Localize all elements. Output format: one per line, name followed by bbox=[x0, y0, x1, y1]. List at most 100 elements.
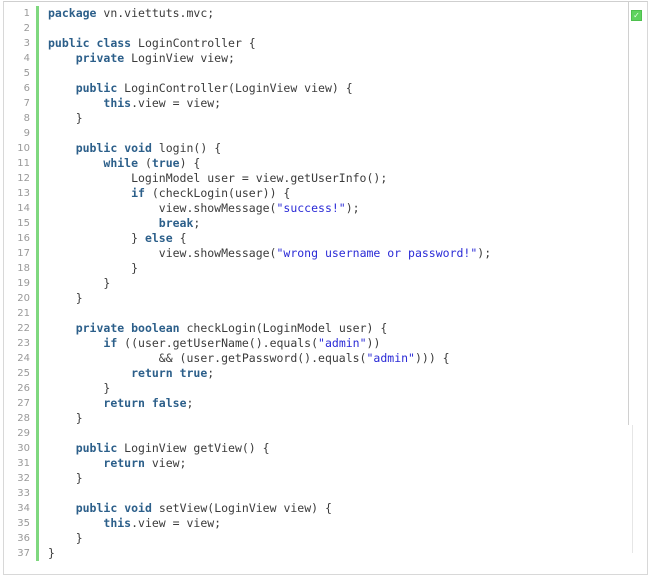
code-line[interactable]: 13 if (checkLogin(user)) { bbox=[4, 186, 624, 201]
change-bar-indicator bbox=[36, 546, 39, 561]
code-line-text[interactable]: && (user.getPassword().equals("admin")))… bbox=[48, 351, 450, 366]
line-number: 30 bbox=[17, 443, 30, 454]
code-line-text[interactable]: this.view = view; bbox=[48, 516, 221, 531]
code-line[interactable]: 11 while (true) { bbox=[4, 156, 624, 171]
code-line-text[interactable]: break; bbox=[48, 216, 201, 231]
code-line-text[interactable]: private LoginView view; bbox=[48, 51, 235, 66]
code-line[interactable]: 15 break; bbox=[4, 216, 624, 231]
code-line-text[interactable] bbox=[48, 66, 55, 81]
code-line-text[interactable]: } bbox=[48, 291, 83, 306]
code-line-text[interactable]: } bbox=[48, 381, 110, 396]
code-line[interactable]: 5 bbox=[4, 66, 624, 81]
code-line-text[interactable]: } bbox=[48, 471, 83, 486]
code-line-text[interactable]: } bbox=[48, 111, 83, 126]
code-line-text[interactable]: public void login() { bbox=[48, 141, 221, 156]
code-line-text[interactable]: return false; bbox=[48, 396, 193, 411]
code-line-text[interactable]: } bbox=[48, 546, 55, 561]
code-line[interactable]: 24 && (user.getPassword().equals("admin"… bbox=[4, 351, 624, 366]
code-line[interactable]: 20 } bbox=[4, 291, 624, 306]
code-line[interactable]: 22 private boolean checkLogin(LoginModel… bbox=[4, 321, 624, 336]
code-line[interactable]: 14 view.showMessage("success!"); bbox=[4, 201, 624, 216]
code-line-text[interactable]: package vn.viettuts.mvc; bbox=[48, 6, 214, 21]
code-line-text[interactable] bbox=[48, 126, 55, 141]
code-line-text[interactable]: if ((user.getUserName().equals("admin")) bbox=[48, 336, 380, 351]
code-line[interactable]: 30 public LoginView getView() { bbox=[4, 441, 624, 456]
code-line-text[interactable]: } else { bbox=[48, 231, 187, 246]
line-number: 27 bbox=[17, 398, 30, 409]
code-line[interactable]: 9 bbox=[4, 126, 624, 141]
plain-token: ); bbox=[345, 201, 360, 215]
code-line[interactable]: 19 } bbox=[4, 276, 624, 291]
code-line-text[interactable]: public class LoginController { bbox=[48, 36, 256, 51]
code-line-text[interactable] bbox=[48, 426, 55, 441]
code-line-text[interactable]: if (checkLogin(user)) { bbox=[48, 186, 290, 201]
plain-token: } bbox=[48, 381, 111, 395]
code-line-text[interactable]: } bbox=[48, 531, 83, 546]
code-line[interactable]: 35 this.view = view; bbox=[4, 516, 624, 531]
overview-ruler-divider-lower bbox=[632, 425, 633, 553]
keyword-token: void bbox=[124, 141, 152, 155]
code-line-text[interactable]: } bbox=[48, 411, 83, 426]
code-line[interactable]: 4 private LoginView view; bbox=[4, 51, 624, 66]
change-bar-indicator bbox=[36, 381, 39, 396]
code-line[interactable]: 26 } bbox=[4, 381, 624, 396]
keyword-token: public bbox=[75, 441, 118, 455]
code-line-text[interactable]: return true; bbox=[48, 366, 214, 381]
code-line[interactable]: 16 } else { bbox=[4, 231, 624, 246]
code-line[interactable]: 32 } bbox=[4, 471, 624, 486]
change-bar-indicator bbox=[36, 201, 39, 216]
code-line[interactable]: 10 public void login() { bbox=[4, 141, 624, 156]
code-line[interactable]: 23 if ((user.getUserName().equals("admin… bbox=[4, 336, 624, 351]
change-bar-indicator bbox=[36, 396, 39, 411]
code-line-text[interactable]: LoginModel user = view.getUserInfo(); bbox=[48, 171, 387, 186]
code-line-text[interactable]: public LoginController(LoginView view) { bbox=[48, 81, 353, 96]
code-line[interactable]: 8 } bbox=[4, 111, 624, 126]
keyword-token: else bbox=[144, 231, 173, 245]
code-line[interactable]: 7 this.view = view; bbox=[4, 96, 624, 111]
code-line-text[interactable]: } bbox=[48, 261, 138, 276]
line-number: 34 bbox=[17, 503, 30, 514]
code-line[interactable]: 6 public LoginController(LoginView view)… bbox=[4, 81, 624, 96]
keyword-token: return bbox=[131, 366, 173, 380]
plain-token bbox=[173, 366, 180, 380]
plain-token: } bbox=[48, 111, 83, 125]
code-line-text[interactable]: view.showMessage("success!"); bbox=[48, 201, 360, 216]
code-line-text[interactable] bbox=[48, 306, 55, 321]
code-line[interactable]: 31 return view; bbox=[4, 456, 624, 471]
code-line[interactable]: 27 return false; bbox=[4, 396, 624, 411]
change-bar-indicator bbox=[36, 216, 39, 231]
code-line[interactable]: 18 } bbox=[4, 261, 624, 276]
code-line[interactable]: 17 view.showMessage("wrong username or p… bbox=[4, 246, 624, 261]
plain-token: { bbox=[172, 231, 187, 245]
code-line[interactable]: 29 bbox=[4, 426, 624, 441]
plain-token: ((user.getUserName().equals( bbox=[117, 336, 319, 350]
code-line[interactable]: 28 } bbox=[4, 411, 624, 426]
code-line-text[interactable]: view.showMessage("wrong username or pass… bbox=[48, 246, 491, 261]
no-problems-marker-icon[interactable]: ✓ bbox=[631, 10, 642, 21]
code-line[interactable]: 33 bbox=[4, 486, 624, 501]
code-line-text[interactable]: return view; bbox=[48, 456, 186, 471]
line-number: 6 bbox=[23, 83, 30, 94]
code-line-text[interactable]: private boolean checkLogin(LoginModel us… bbox=[48, 321, 388, 336]
code-line-text[interactable] bbox=[48, 486, 55, 501]
code-line-text[interactable] bbox=[48, 21, 55, 36]
code-line[interactable]: 12 LoginModel user = view.getUserInfo(); bbox=[4, 171, 624, 186]
code-line-text[interactable]: } bbox=[48, 276, 110, 291]
code-line-text[interactable]: public LoginView getView() { bbox=[48, 441, 270, 456]
plain-token: LoginController(LoginView view) { bbox=[117, 81, 353, 95]
code-line[interactable]: 36 } bbox=[4, 531, 624, 546]
code-line[interactable]: 2 bbox=[4, 21, 624, 36]
code-line-text[interactable]: this.view = view; bbox=[48, 96, 221, 111]
code-line[interactable]: 34 public void setView(LoginView view) { bbox=[4, 501, 624, 516]
code-line[interactable]: 37} bbox=[4, 546, 624, 561]
keyword-token: boolean bbox=[131, 321, 180, 335]
code-line-text[interactable]: public void setView(LoginView view) { bbox=[48, 501, 332, 516]
code-line[interactable]: 25 return true; bbox=[4, 366, 624, 381]
line-number: 26 bbox=[17, 383, 30, 394]
code-line-text[interactable]: while (true) { bbox=[48, 156, 200, 171]
change-bar-indicator bbox=[36, 411, 39, 426]
code-line[interactable]: 21 bbox=[4, 306, 624, 321]
